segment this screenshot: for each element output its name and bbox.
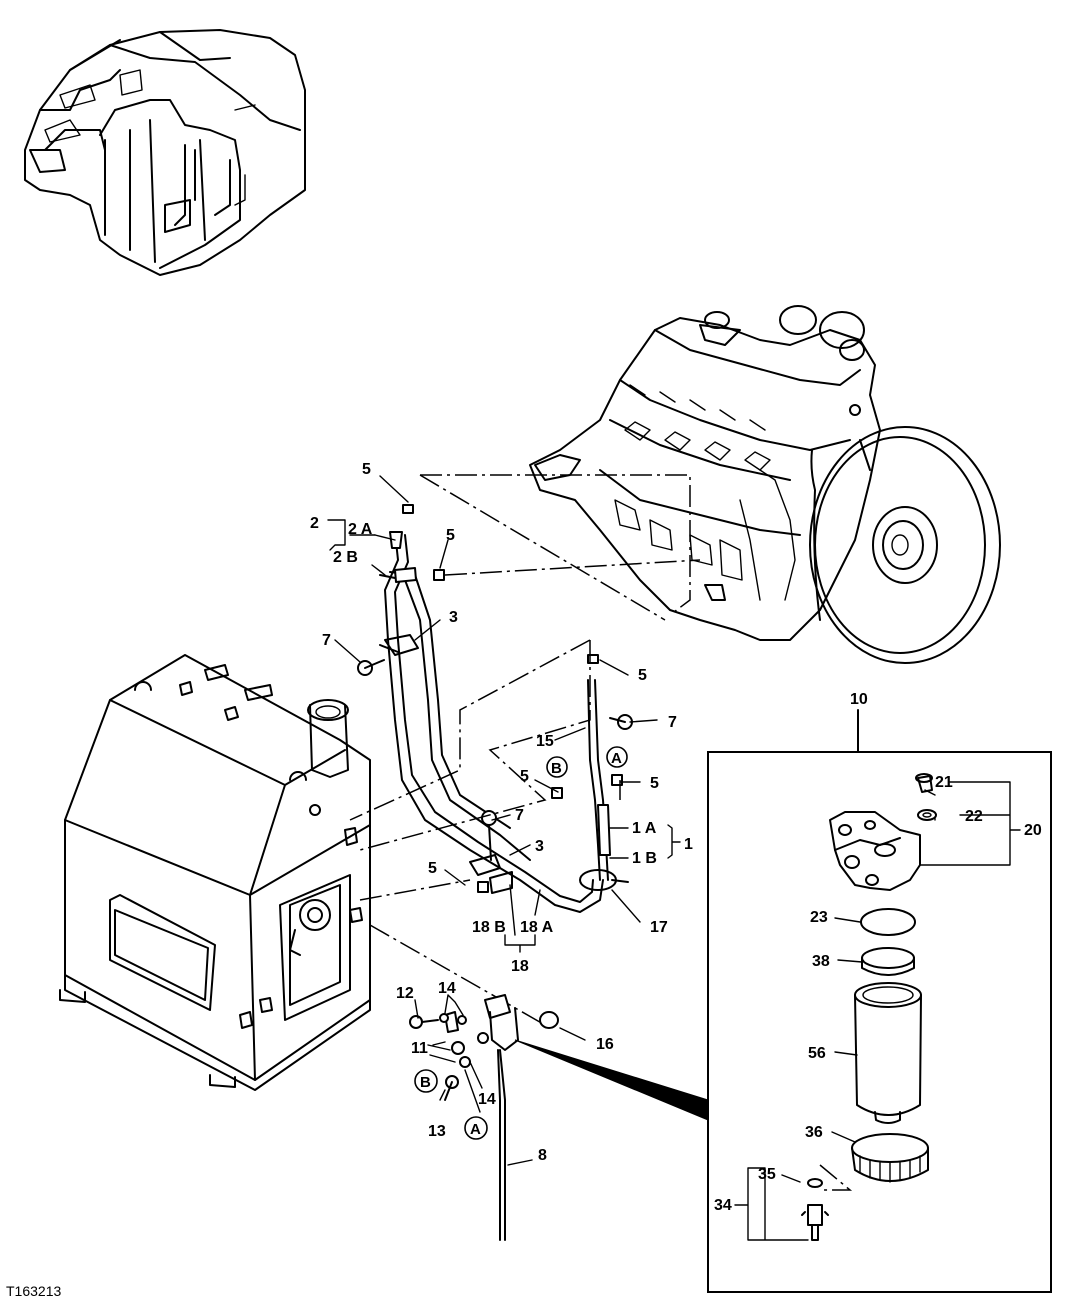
callout-10: 10	[850, 691, 868, 708]
machine-overview-illustration	[24, 29, 306, 276]
callout-14: 14	[478, 1091, 496, 1108]
callout-2: 2	[310, 515, 319, 532]
callout-35: 35	[758, 1166, 776, 1183]
callout-1a: 1 A	[632, 820, 657, 837]
engine-illustration	[529, 305, 1001, 664]
callout-14: 14	[438, 980, 456, 997]
callout-2a: 2 A	[348, 521, 373, 538]
callout-1b: 1 B	[632, 850, 657, 867]
callout-18: 18	[511, 958, 529, 975]
reference-markers: B A B A	[414, 746, 628, 1140]
callout-7: 7	[668, 714, 677, 731]
marker-a-circle	[464, 1116, 488, 1140]
callout-7: 7	[322, 632, 331, 649]
callout-labels: 5 2 2 A 2 B 5 3 7 5 7 15 5 5 7 1 A 1 B 1…	[6, 461, 1042, 1299]
callout-5: 5	[446, 527, 455, 544]
marker-b-circle	[546, 756, 568, 778]
callout-5: 5	[638, 667, 647, 684]
callout-12: 12	[396, 985, 414, 1002]
callout-5: 5	[428, 860, 437, 877]
callout-8: 8	[538, 1147, 547, 1164]
fuel-tank-illustration	[59, 654, 371, 1091]
callout-5: 5	[650, 775, 659, 792]
callout-13: 13	[428, 1123, 446, 1140]
callout-17: 17	[650, 919, 668, 936]
callout-15: 15	[536, 733, 554, 750]
fuel-filter-bracket	[409, 994, 709, 1241]
callout-18b: 18 B	[472, 919, 506, 936]
marker-a-circle	[606, 746, 628, 768]
figure-id: T163213	[6, 1283, 61, 1299]
callout-1: 1	[684, 836, 693, 853]
callout-34: 34	[714, 1197, 732, 1214]
marker-a: A	[470, 1121, 481, 1138]
marker-a: A	[611, 750, 622, 767]
callout-3: 3	[535, 838, 544, 855]
callout-18a: 18 A	[520, 919, 554, 936]
callout-2b: 2 B	[333, 549, 358, 566]
callout-20: 20	[1024, 822, 1042, 839]
callout-3: 3	[449, 609, 458, 626]
callout-11: 11	[411, 1040, 428, 1057]
callout-5: 5	[362, 461, 371, 478]
marker-b: B	[420, 1074, 431, 1091]
callout-56: 56	[808, 1045, 826, 1062]
callout-22: 22	[965, 808, 983, 825]
callout-5: 5	[520, 768, 529, 785]
callout-16: 16	[596, 1036, 614, 1053]
callout-21: 21	[935, 774, 953, 791]
marker-b-circle	[414, 1069, 438, 1093]
callout-7: 7	[515, 807, 524, 824]
callout-leaders	[327, 475, 1021, 1241]
filter-detail-panel	[707, 709, 1052, 1293]
fuel-hoses	[357, 504, 633, 913]
callout-36: 36	[805, 1124, 823, 1141]
marker-b: B	[551, 760, 562, 777]
callout-38: 38	[812, 953, 830, 970]
callout-23: 23	[810, 909, 828, 926]
